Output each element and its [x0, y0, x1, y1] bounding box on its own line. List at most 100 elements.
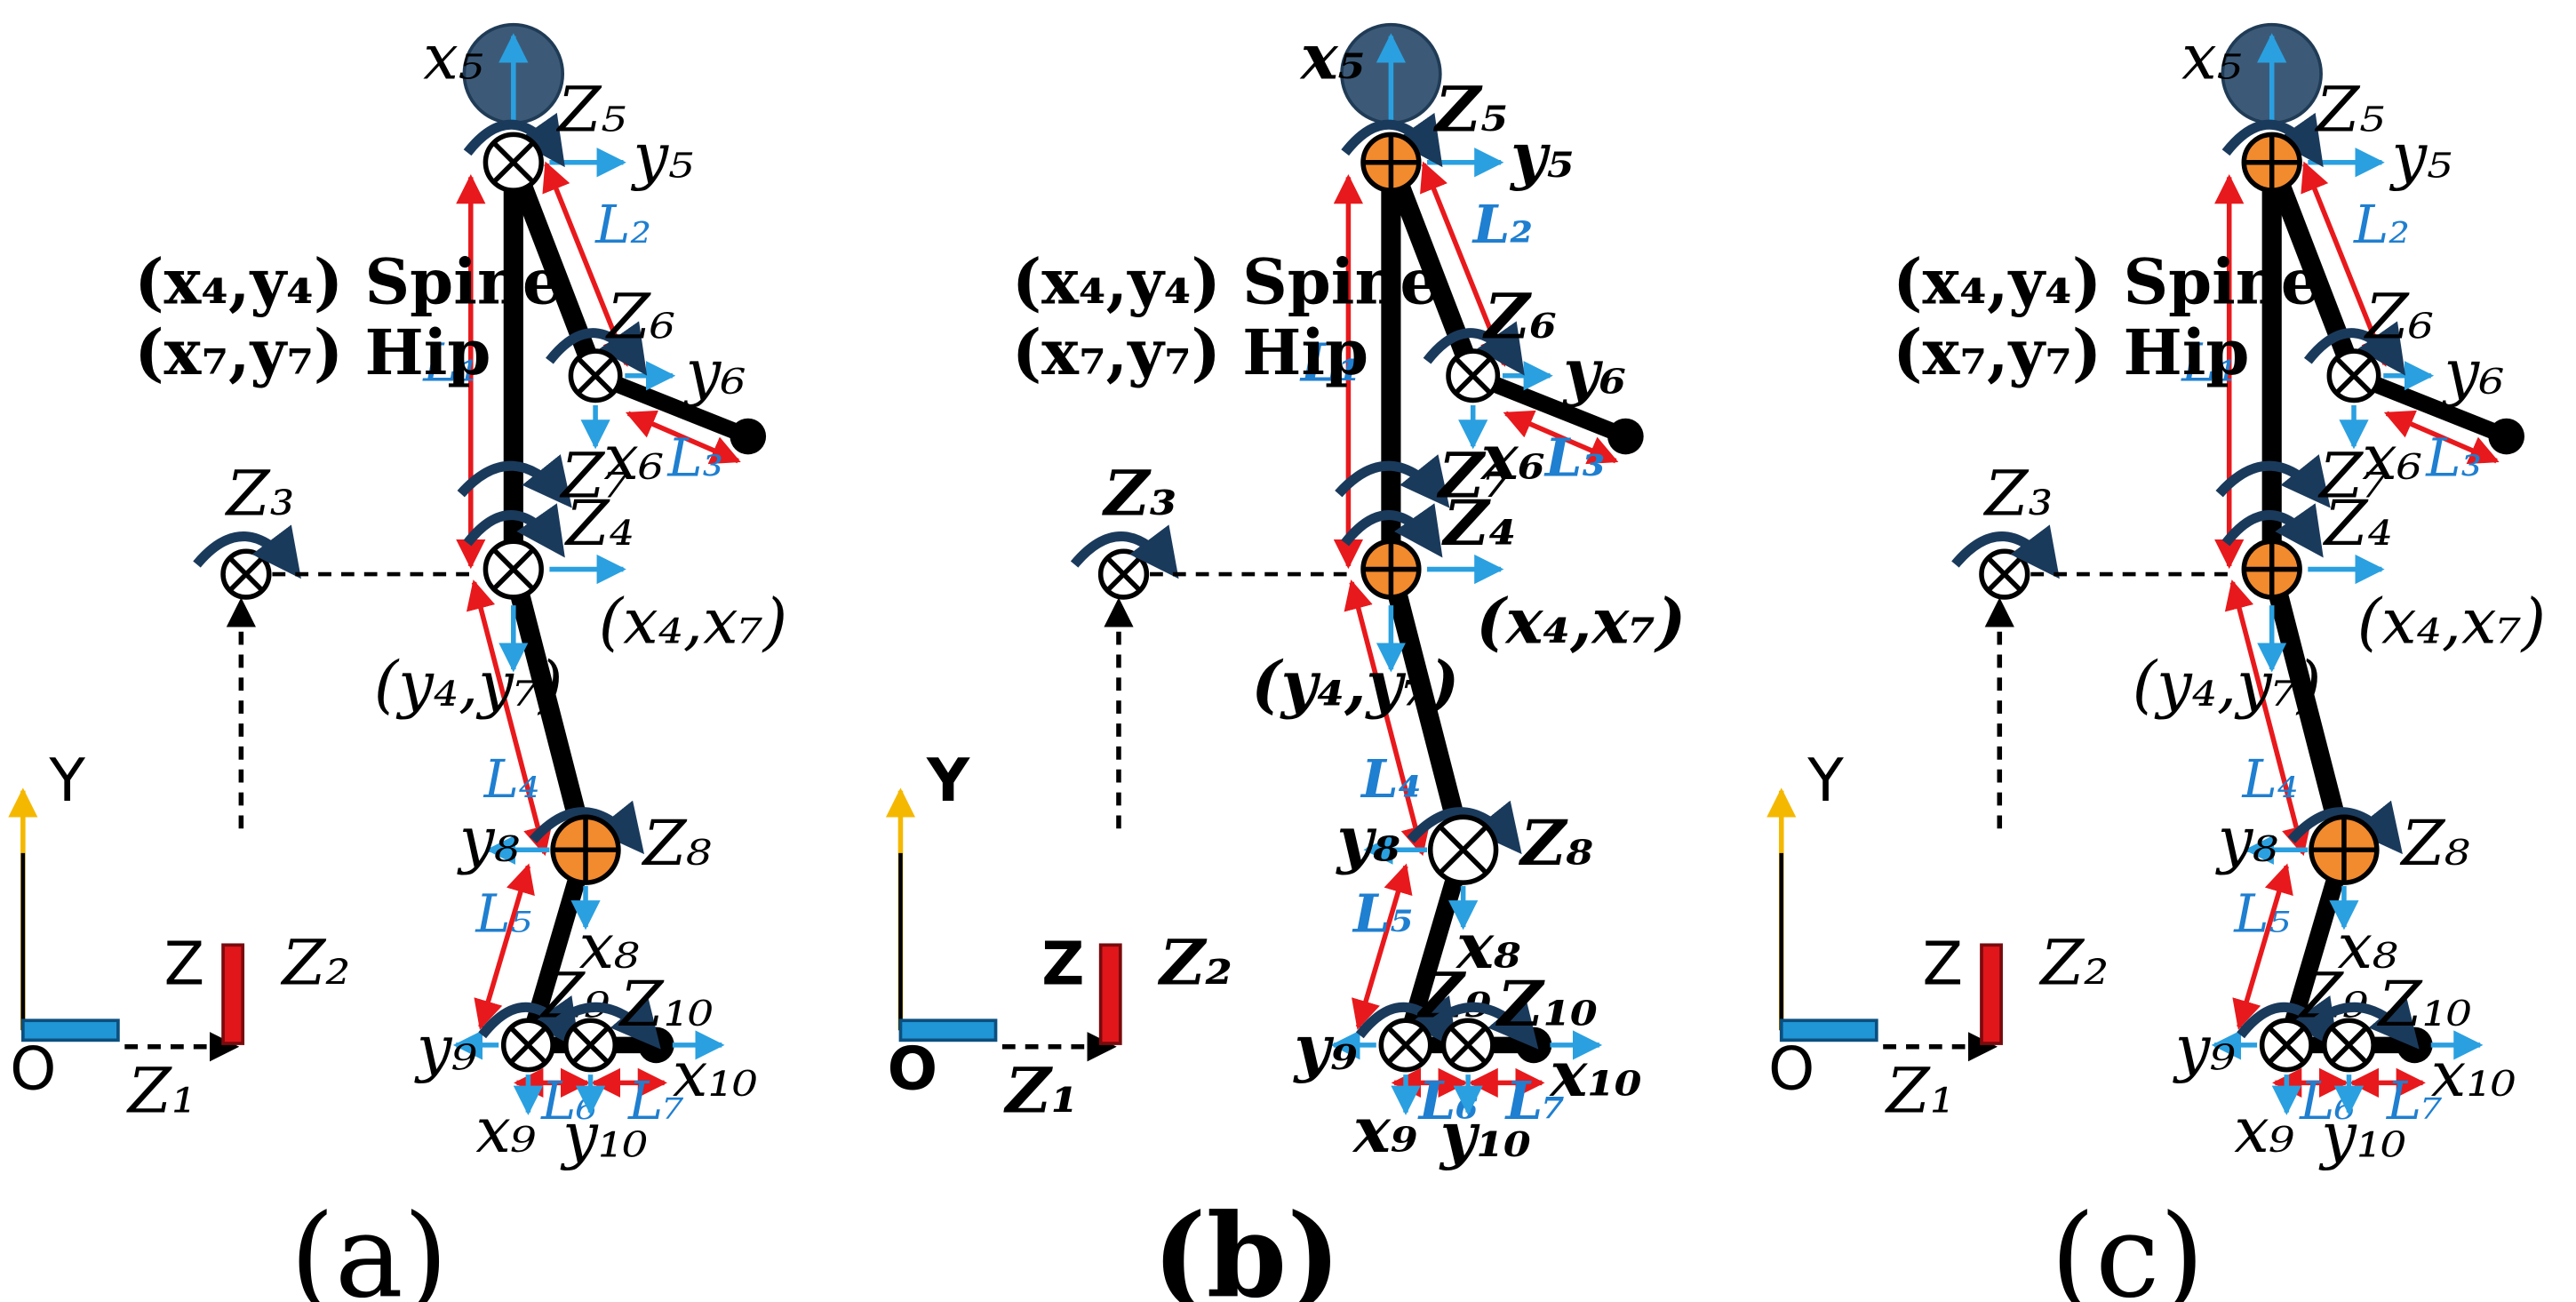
z6-rotation — [2303, 321, 2406, 376]
y9-label: y₉ — [1292, 1011, 1357, 1085]
ground-z-label: Z — [1923, 930, 1964, 999]
ground-o-label: O — [888, 1034, 937, 1104]
z3-joint — [220, 548, 272, 600]
legend-hip: (x₇,y₇) Hip — [1893, 316, 2249, 389]
l2-label: L₂ — [1471, 194, 1533, 255]
ankle-joint-cross-b — [2267, 1026, 2306, 1065]
foot-mid-joint — [1440, 1018, 1495, 1073]
y10-label: y₁₀ — [2318, 1098, 2406, 1171]
z7-label: Z₇ — [1436, 438, 1511, 512]
l3-measure — [1503, 410, 1619, 465]
y4y7-label: (y₄,y₇) — [2133, 648, 2321, 721]
hand-end — [2488, 418, 2524, 455]
l4-label: L₄ — [1360, 748, 1421, 810]
z3-rotation — [1951, 524, 2060, 579]
z4-label: Z₄ — [2323, 487, 2393, 560]
x9-label: x₉ — [475, 1094, 536, 1167]
y4y7-label: (y₄,y₇) — [374, 648, 562, 721]
floor-block — [20, 1018, 120, 1042]
elbow-joint-cross-b — [576, 356, 615, 395]
x10-label: x₁₀ — [673, 1038, 758, 1111]
z9-rotation — [478, 995, 580, 1050]
x4x7-label: (x₄,x₇) — [599, 586, 787, 659]
z6-label: Z₆ — [2364, 280, 2434, 353]
l7-label: L₇ — [1504, 1070, 1566, 1131]
neck-joint — [1360, 132, 1422, 193]
y10-label: y₁₀ — [1439, 1098, 1531, 1171]
z2-label: Z₂ — [1157, 926, 1232, 1000]
z2-label: Z₂ — [2038, 927, 2109, 1000]
z10-rotation — [539, 995, 661, 1050]
z9-label: Z₉ — [1416, 959, 1492, 1033]
y6-label: y₆ — [683, 336, 746, 409]
y6-label: y₆ — [1561, 335, 1626, 409]
z6-label: Z₆ — [1482, 279, 1558, 353]
hand-end — [730, 418, 767, 455]
z7-rotation — [2215, 454, 2331, 508]
y8-label: y₈ — [457, 803, 520, 876]
ankle-joint — [500, 1018, 555, 1073]
y6-label: y₆ — [2442, 336, 2505, 409]
z5-label: Z₅ — [1432, 73, 1508, 147]
legend-spine: (x₄,y₄) Spine — [1012, 245, 1440, 319]
knee-joint — [2309, 814, 2380, 885]
z7-rotation — [1335, 454, 1450, 508]
l5-measure — [2232, 863, 2293, 1030]
y5-label: y₅ — [1509, 118, 1574, 192]
z10-label: Z₁₀ — [618, 968, 714, 1041]
l7-label: L₇ — [627, 1070, 684, 1131]
panel-caption: (a) — [290, 1190, 448, 1302]
x8-label: x₈ — [579, 910, 640, 983]
panel-caption: (c) — [2051, 1190, 2205, 1302]
neck-joint — [483, 132, 544, 193]
neck-joint-cross-b — [491, 140, 535, 184]
l3-label: L₃ — [1543, 427, 1605, 488]
y5-label: y₅ — [631, 119, 694, 192]
x4x7-label: (x₄,x₇) — [2357, 586, 2546, 659]
ankle-joint — [1378, 1018, 1433, 1073]
z4-rotation — [1341, 503, 1443, 558]
l4-measure — [1344, 579, 1431, 857]
l3-label: L₃ — [2425, 427, 2482, 488]
x5-label: x₅ — [423, 21, 483, 94]
l7-label: L₇ — [2386, 1070, 2443, 1131]
z3-label: Z₃ — [1101, 457, 1176, 531]
l1-label: L₁ — [1299, 331, 1360, 393]
ankle-joint-cross-b — [509, 1026, 547, 1065]
z2-block — [1098, 943, 1122, 1045]
z1-label: Z₁ — [1885, 1055, 1955, 1128]
z10-rotation — [2297, 995, 2420, 1050]
z9-rotation — [1355, 995, 1458, 1050]
x9-label: x₉ — [1352, 1093, 1418, 1167]
y10-label: y₁₀ — [560, 1098, 648, 1171]
l5-label: L₅ — [2233, 883, 2290, 945]
ground-o-label: O — [10, 1034, 56, 1104]
ankle-joint — [2259, 1018, 2314, 1073]
hip-joint — [483, 539, 544, 600]
z4-label: Z₄ — [564, 487, 634, 560]
z7-label: Z₇ — [2317, 439, 2388, 512]
ground-y-label: Y — [926, 746, 970, 815]
hip-joint — [1360, 539, 1422, 600]
l4-label: L₄ — [2241, 748, 2298, 810]
foot-mid-joint — [563, 1018, 618, 1073]
z8-label: Z₈ — [642, 807, 712, 880]
x4x7-label: (x₄,x₇) — [1476, 585, 1686, 659]
ground-o-label: O — [1768, 1034, 1814, 1104]
neck-joint — [2241, 132, 2302, 193]
l5-label: L₅ — [475, 883, 531, 945]
z8-rotation — [529, 800, 645, 855]
legend-hip: (x₇,y₇) Hip — [1012, 316, 1368, 389]
y4y7-label: (y₄,y₇) — [1251, 647, 1459, 721]
x10-label: x₁₀ — [1548, 1037, 1641, 1111]
ground-y-label: Y — [1806, 746, 1844, 815]
z8-label: Z₈ — [1518, 806, 1593, 880]
y9-label: y₉ — [2173, 1012, 2236, 1085]
floor-block — [898, 1018, 998, 1042]
x6-label: x₆ — [2362, 421, 2422, 494]
z8-rotation — [2287, 800, 2403, 855]
x5-label: x₅ — [2181, 21, 2242, 94]
